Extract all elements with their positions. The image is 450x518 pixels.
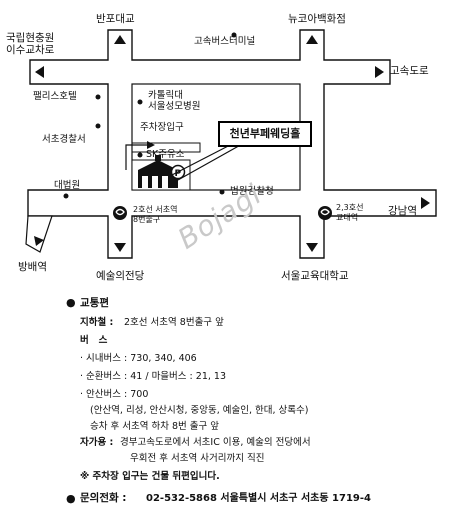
car-text-2: 우회전 후 서초역 사거리까지 직진 — [130, 453, 265, 464]
parking-note: ※ 주차장 입구는 건물 뒤편입니다. — [80, 471, 220, 482]
landmark-dots — [63, 32, 237, 199]
gyodae-subway-icon — [318, 206, 332, 220]
contact-text: 02-532-5868 서울특별시 서초구 서초동 1719-4 — [146, 493, 371, 504]
label-edu-univ: 서울교육대학교 — [281, 270, 349, 282]
ansan-bus-text: · 안산버스 : 700 — [80, 389, 149, 400]
label-highway: 고속도로 — [390, 65, 429, 77]
ansan-route-text: (안산역, 리성, 안산시청, 중앙동, 예술인, 한대, 상록수) — [90, 405, 309, 416]
parking-route-line — [125, 144, 150, 170]
callout-leader-1 — [169, 142, 235, 177]
callout-leader-2 — [177, 142, 245, 181]
bus-label: 버 스 — [80, 335, 108, 346]
car-label: 자가용 : — [80, 437, 114, 448]
label-seocho-exit: 2호선 서초역 8번출구 — [133, 205, 178, 224]
label-bus-terminal: 고속버스터미널 — [194, 36, 256, 47]
seocho-subway-icon — [113, 206, 127, 220]
label-sk-station: SK주유소 — [146, 149, 185, 160]
label-bangbae: 방배역 — [18, 261, 47, 273]
arrow-up-newcore-icon — [306, 35, 318, 44]
wedding-hall-icon — [138, 155, 178, 188]
subway-label: 지하철 : — [80, 317, 114, 328]
city-bus-text: · 시내버스 : 730, 340, 406 — [80, 353, 197, 364]
subway-icons — [113, 206, 332, 220]
car-text-1: 경부고속도로에서 서초IC 이용, 예술의 전당에서 — [120, 437, 311, 448]
label-catholic: 카톨릭대 서울성모병원 — [148, 90, 201, 112]
label-court: 대법원 — [54, 180, 81, 191]
circular-bus-text: · 순환버스 : 41 / 마을버스 : 21, 13 — [80, 371, 226, 382]
svg-text:P: P — [175, 169, 182, 179]
parking-arrow-icon — [147, 141, 155, 149]
label-banpo: 반포대교 — [96, 13, 135, 25]
transport-title: 교통편 — [80, 297, 109, 309]
label-gangnam: 강남역 — [388, 205, 417, 217]
label-seocho-police: 서초경찰서 — [42, 134, 86, 145]
arrow-up-banpo-icon — [114, 35, 126, 44]
bangbae-road — [25, 215, 53, 253]
bus-terminal-dot — [231, 32, 237, 38]
contact-bullet-icon: ● — [66, 492, 76, 505]
location-map: P 반포대교 뉴코아백화점 국립현충원 이수교차로 고속버스터미널 고속도로 팰… — [6, 13, 437, 282]
transfer-text: 승차 후 서초역 하차 8번 출구 앞 — [90, 421, 220, 432]
parking-lane — [132, 142, 201, 153]
direction-arrows — [34, 35, 430, 252]
sk-dot — [137, 152, 143, 158]
arrow-down-bangbae-icon — [34, 236, 44, 246]
label-palace-hotel: 팰리스호텔 — [33, 91, 77, 102]
label-newcore: 뉴코아백화점 — [288, 13, 346, 25]
police-dot — [95, 123, 101, 129]
catholic-dot — [137, 99, 143, 105]
label-isu: 국립현충원 이수교차로 — [6, 32, 55, 56]
label-arts-center: 예술의전당 — [96, 270, 145, 282]
court-dot — [63, 193, 69, 199]
bullet-icon: ● — [66, 296, 76, 309]
label-gyodae-exit: 2,3호선 교대역 — [336, 203, 364, 222]
arrow-right-highway-icon — [375, 66, 384, 78]
venue-callout: 천년부페웨딩홀 — [218, 121, 312, 147]
palace-hotel-dot — [95, 94, 101, 100]
arrow-down-arts-icon — [114, 243, 126, 252]
contact-label: 문의전화 : — [80, 492, 127, 504]
arrow-right-gangnam-icon — [421, 197, 430, 209]
arrow-left-isu-icon — [35, 66, 44, 78]
prosecutor-dot — [219, 189, 225, 195]
arrow-down-edu-icon — [306, 243, 318, 252]
label-prosecutor: 법원검찰청 — [230, 186, 274, 197]
subway-text: 2호선 서초역 8번출구 앞 — [124, 317, 224, 328]
label-parking: 주차장입구 — [140, 122, 184, 133]
